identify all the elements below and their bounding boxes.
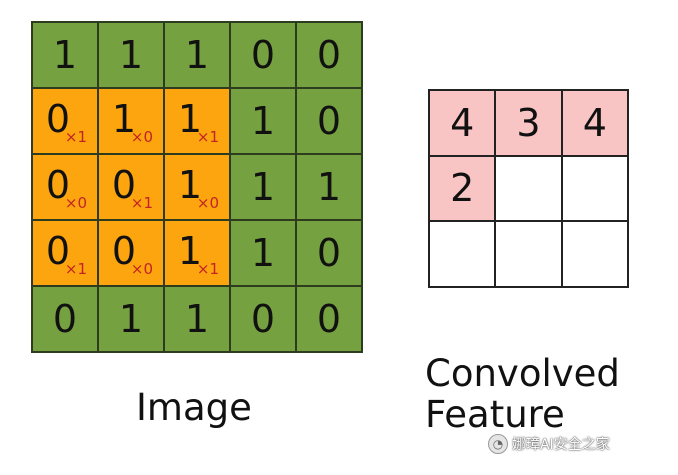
image-cell-value: 0: [52, 297, 78, 341]
image-cell-value: 1: [184, 33, 210, 77]
image-cell-value: 1: [118, 297, 144, 341]
image-caption: Image: [136, 386, 252, 429]
image-cell: 0: [297, 221, 361, 285]
feature-cell-filled: 2: [430, 156, 495, 221]
image-cell-value: 0: [45, 229, 71, 273]
image-cell-value: 0: [316, 33, 342, 77]
watermark: ◔ 娜璋AI安全之家: [488, 434, 610, 454]
image-cell: 1: [165, 23, 229, 87]
image-cell-value: 1: [250, 231, 276, 275]
feature-cell-empty: [562, 222, 627, 286]
image-cell-value: 0: [45, 163, 71, 207]
image-cell-value: 0: [250, 33, 276, 77]
image-cell-value: 0: [316, 231, 342, 275]
image-cell: 1: [231, 89, 295, 153]
feature-cell-filled: 4: [562, 91, 627, 155]
image-cell-kernel: 1×1: [165, 221, 229, 285]
image-cell-kernel: 1×0: [165, 155, 229, 219]
feature-cell-empty: [430, 222, 495, 286]
image-cell-value: 0: [316, 297, 342, 341]
image-cell-value: 0: [316, 99, 342, 143]
image-cell: 0: [33, 287, 97, 351]
image-cell-kernel: 1×0: [99, 89, 163, 153]
kernel-weight-label: ×1: [64, 260, 87, 278]
image-cell-kernel: 1×1: [165, 89, 229, 153]
image-cell: 0: [297, 287, 361, 351]
feature-cell-empty: [496, 222, 561, 286]
image-cell: 1: [165, 287, 229, 351]
kernel-weight-label: ×0: [64, 194, 87, 212]
image-cell: 1: [99, 23, 163, 87]
image-cell: 0: [297, 89, 361, 153]
image-cell-value: 1: [177, 163, 203, 207]
image-cell: 1: [33, 23, 97, 87]
feature-cell-empty: [562, 156, 627, 221]
image-cell-value: 1: [177, 229, 203, 273]
image-cell: 0: [231, 287, 295, 351]
kernel-weight-label: ×0: [130, 128, 153, 146]
feature-cell-empty: [496, 156, 561, 221]
kernel-weight-label: ×1: [196, 260, 219, 278]
kernel-weight-label: ×1: [196, 128, 219, 146]
image-cell-value: 1: [111, 97, 137, 141]
image-cell-kernel: 0×1: [99, 155, 163, 219]
convolved-feature-caption: Convolved Feature: [425, 352, 655, 436]
image-cell: 0: [231, 23, 295, 87]
image-cell: 1: [231, 221, 295, 285]
wechat-icon: ◔: [488, 434, 508, 454]
image-cell-value: 0: [111, 163, 137, 207]
image-cell-value: 0: [250, 297, 276, 341]
watermark-text: 娜璋AI安全之家: [512, 437, 610, 453]
image-cell-value: 1: [184, 297, 210, 341]
image-cell-kernel: 0×1: [33, 89, 97, 153]
convolved-feature-caption-line1: Convolved: [425, 352, 620, 395]
image-cell-value: 0: [45, 97, 71, 141]
image-cell-kernel: 0×1: [33, 221, 97, 285]
image-cell: 1: [99, 287, 163, 351]
image-cell-value: 1: [250, 165, 276, 209]
image-cell: 1: [297, 155, 361, 219]
kernel-weight-label: ×1: [130, 194, 153, 212]
image-cell-value: 1: [118, 33, 144, 77]
kernel-weight-label: ×0: [130, 260, 153, 278]
image-cell-value: 1: [177, 97, 203, 141]
convolved-feature-caption-line2: Feature: [425, 392, 565, 436]
image-cell-kernel: 0×0: [33, 155, 97, 219]
image-cell-value: 1: [250, 99, 276, 143]
feature-cell-filled: 3: [496, 91, 561, 155]
image-cell-value: 1: [52, 33, 78, 77]
image-cell: 0: [297, 23, 361, 87]
kernel-weight-label: ×1: [64, 128, 87, 146]
feature-cell-filled: 4: [430, 91, 495, 155]
image-cell-kernel: 0×0: [99, 221, 163, 285]
image-cell: 1: [231, 155, 295, 219]
image-cell-value: 0: [111, 229, 137, 273]
kernel-weight-label: ×0: [196, 194, 219, 212]
image-cell-value: 1: [316, 165, 342, 209]
